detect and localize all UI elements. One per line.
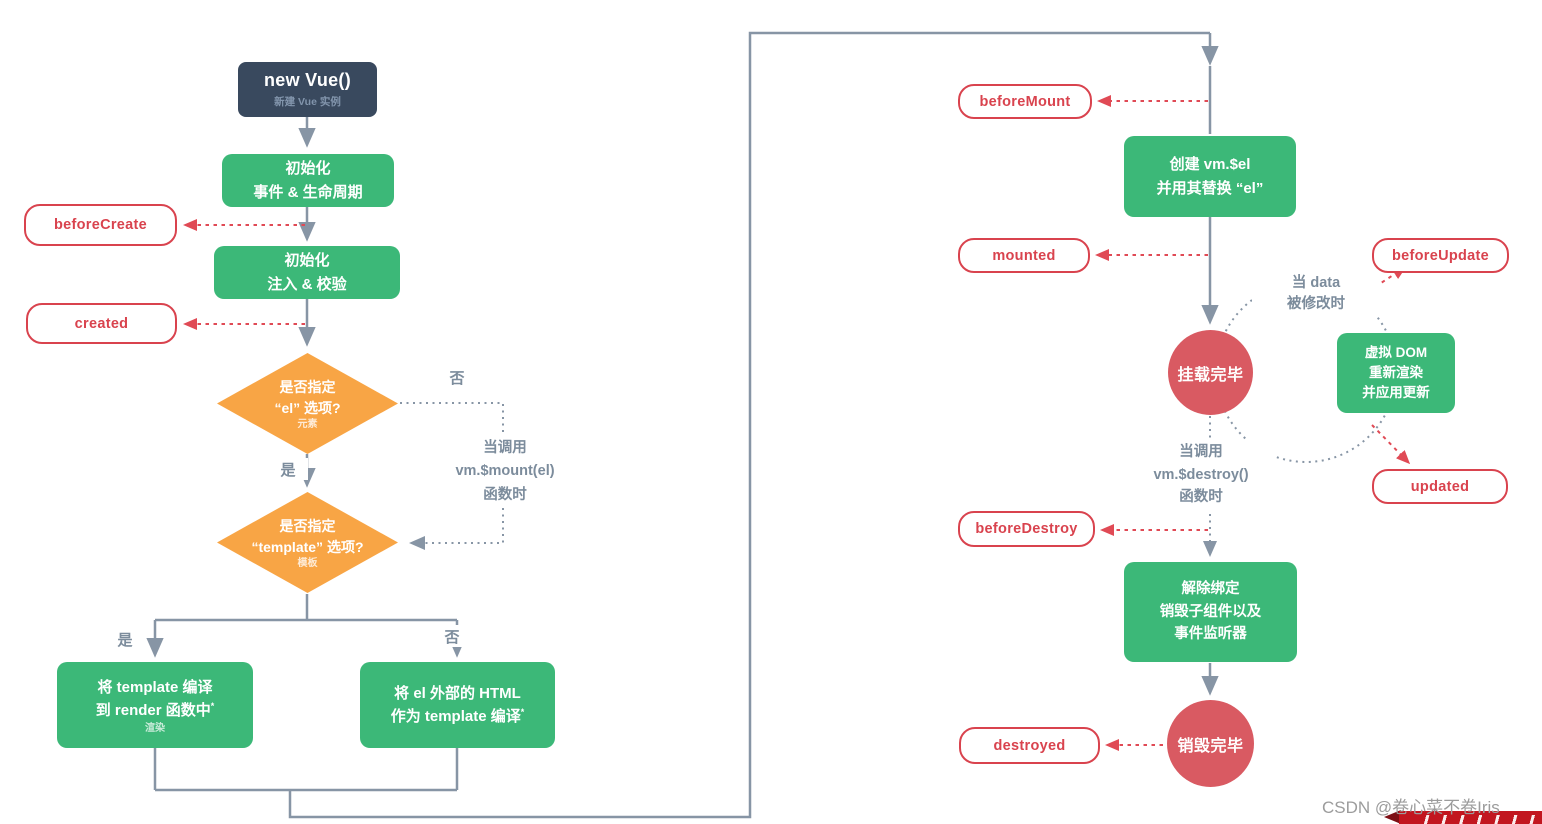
node-virtual-dom: 虚拟 DOM 重新渲染 并应用更新 [1337, 333, 1455, 413]
label-no-template: 否 [432, 625, 472, 647]
ribbon-fold-icon [1384, 810, 1401, 824]
node-create-vm-el: 创建 vm.$el 并用其替换 “el” [1124, 136, 1296, 217]
init-events-line1: 初始化 [285, 160, 331, 178]
decision-template-line2: “template” 选项? [251, 539, 364, 555]
note-vm-mount-line3: 函数时 [483, 486, 527, 503]
asterisk: * [210, 701, 215, 711]
node-compile-template: 将 template 编译 到 render 函数中* 渲染 [57, 662, 253, 748]
label-no-el: 否 [437, 366, 477, 388]
circle-mounted-label: 挂载完毕 [1177, 366, 1244, 384]
node-new-vue: new Vue() 新建 Vue 实例 [238, 62, 377, 117]
compile-template-sub: 渲染 [145, 723, 165, 735]
decision-template-line1: 是否指定 [279, 518, 336, 534]
note-vm-mount: 当调用 vm.$mount(el) 函数时 [420, 436, 590, 508]
compile-outer-html-line2: 作为 template 编译 [390, 708, 521, 725]
hook-updated: updated [1372, 469, 1508, 504]
decision-el-line2: “el” 选项? [274, 400, 341, 416]
node-teardown: 解除绑定 销毁子组件以及 事件监听器 [1124, 562, 1297, 662]
csdn-watermark: CSDN @卷心菜不卷Iris [1322, 798, 1500, 817]
note-vm-destroy-line1: 当调用 [1179, 444, 1223, 461]
ribbon-calligraphy-strokes [1417, 815, 1537, 824]
node-compile-outer-html: 将 el 外部的 HTML 作为 template 编译* [360, 662, 555, 748]
virtual-dom-line2: 重新渲染 [1369, 364, 1423, 380]
note-data-change: 当 data 被修改时 [1252, 272, 1380, 316]
compile-outer-html-line2wrap: 作为 template 编译* [391, 705, 525, 728]
hook-destroyed-label: destroyed [993, 737, 1066, 754]
decision-el-option: 是否指定 “el” 选项? 元素 [217, 353, 398, 454]
compile-template-line1: 将 template 编译 [97, 678, 213, 696]
circle-destroyed: 销毁完毕 [1167, 700, 1254, 787]
label-yes-template: 是 [105, 628, 145, 650]
node-init-events: 初始化 事件 & 生命周期 [222, 154, 394, 207]
note-vm-mount-line1: 当调用 [483, 440, 527, 457]
decision-el-sub: 元素 [297, 419, 318, 430]
hook-before-update: beforeUpdate [1372, 238, 1509, 273]
note-vm-destroy: 当调用 vm.$destroy() 函数时 [1128, 440, 1274, 510]
compile-outer-html-line1: 将 el 外部的 HTML [394, 684, 521, 702]
note-vm-mount-line2: vm.$mount(el) [455, 463, 555, 480]
hook-mounted-label: mounted [992, 247, 1056, 264]
hook-before-create-label: beforeCreate [53, 217, 148, 233]
hook-updated-label: updated [1410, 478, 1470, 495]
teardown-line1: 解除绑定 [1181, 581, 1240, 598]
label-yes-el: 是 [268, 458, 308, 480]
teardown-line2: 销毁子组件以及 [1159, 603, 1262, 620]
teardown-line3: 事件监听器 [1174, 626, 1247, 643]
decision-template-sub: 模板 [297, 558, 318, 569]
hook-mounted: mounted [958, 238, 1090, 273]
decision-template-option: 是否指定 “template” 选项? 模板 [217, 492, 398, 593]
decision-el-line1: 是否指定 [279, 379, 336, 395]
note-data-change-line1: 当 data [1291, 274, 1341, 291]
hook-created-label: created [74, 315, 129, 332]
new-vue-title: new Vue() [263, 70, 352, 90]
compile-template-line2wrap: 到 render 函数中* [96, 699, 215, 722]
create-vm-el-line2: 并用其替换 “el” [1156, 179, 1264, 197]
hook-before-update-label: beforeUpdate [1391, 247, 1490, 264]
hook-before-destroy-label: beforeDestroy [975, 521, 1078, 537]
virtual-dom-line1: 虚拟 DOM [1364, 344, 1428, 360]
note-data-change-line2: 被修改时 [1287, 296, 1345, 312]
hook-created: created [26, 303, 177, 344]
new-vue-subtitle: 新建 Vue 实例 [274, 96, 341, 108]
virtual-dom-line3: 并应用更新 [1362, 385, 1430, 401]
create-vm-el-line1: 创建 vm.$el [1169, 156, 1251, 174]
hook-before-mount: beforeMount [958, 84, 1092, 119]
ribbon-banner [1399, 811, 1542, 824]
init-events-line2: 事件 & 生命周期 [253, 183, 363, 201]
hook-before-destroy: beforeDestroy [958, 511, 1095, 547]
init-injections-line2: 注入 & 校验 [267, 275, 347, 293]
asterisk: * [520, 707, 525, 717]
node-init-injections: 初始化 注入 & 校验 [214, 246, 400, 299]
note-vm-destroy-line3: 函数时 [1179, 489, 1223, 506]
hook-before-mount-label: beforeMount [979, 93, 1071, 110]
init-injections-line1: 初始化 [284, 252, 330, 270]
compile-template-line2: 到 render 函数中 [95, 702, 211, 719]
hook-before-create: beforeCreate [24, 204, 177, 246]
circle-destroyed-label: 销毁完毕 [1177, 737, 1244, 755]
circle-mounted: 挂载完毕 [1168, 330, 1253, 415]
hook-destroyed: destroyed [959, 727, 1100, 764]
note-vm-destroy-line2: vm.$destroy() [1153, 466, 1249, 483]
